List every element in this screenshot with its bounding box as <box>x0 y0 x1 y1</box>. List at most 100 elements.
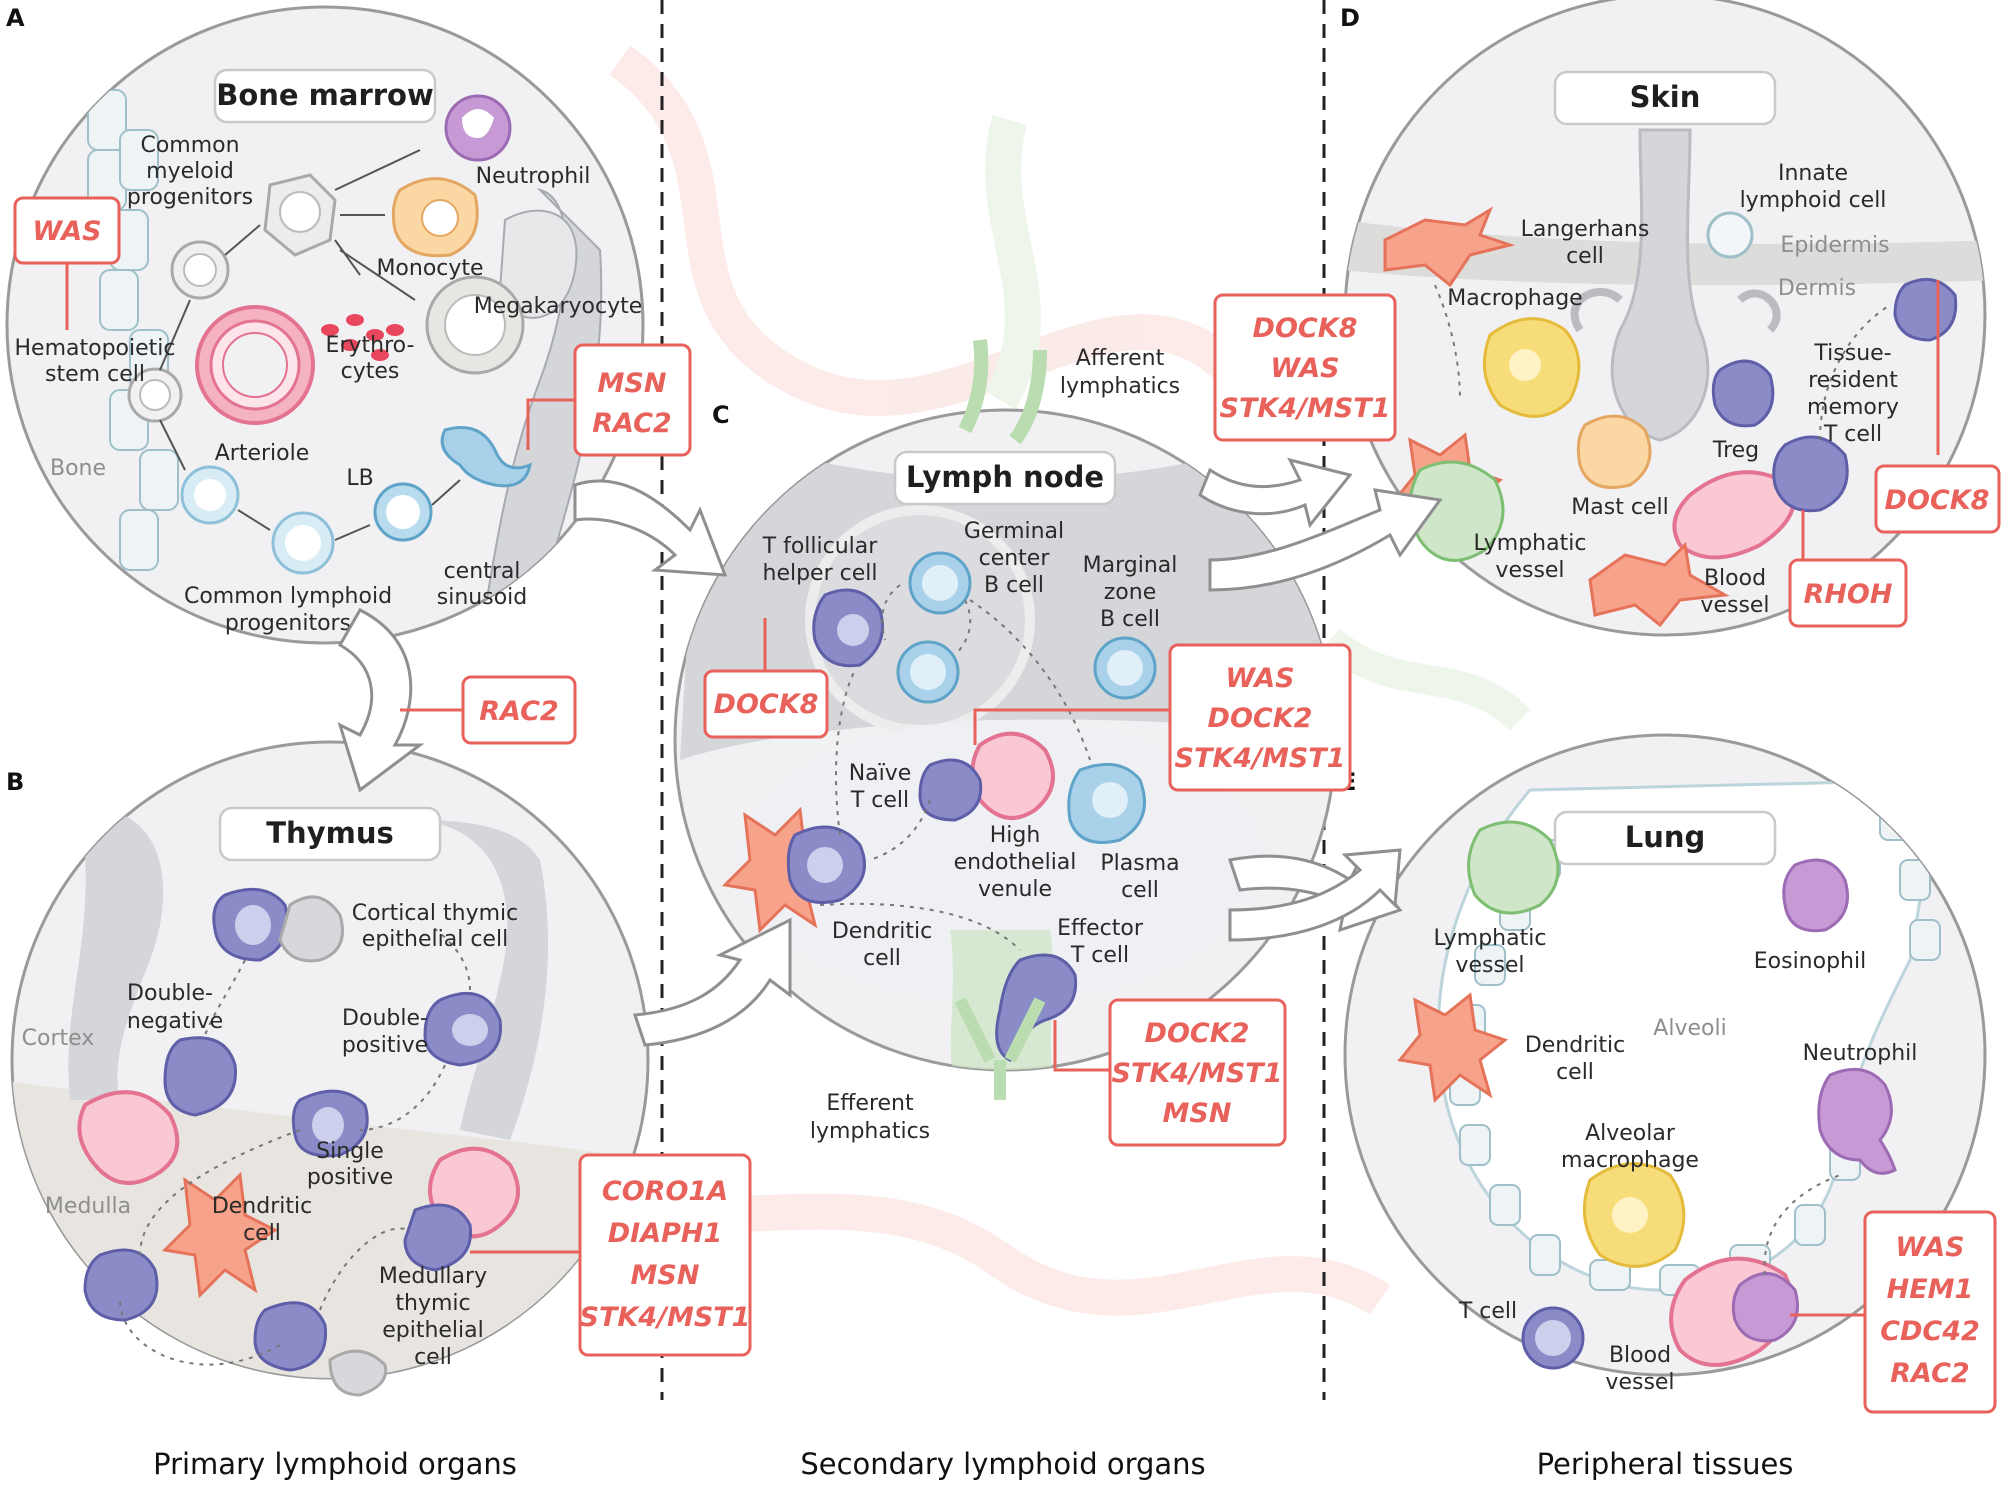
thymus-migration-paths <box>119 924 471 1366</box>
mtec-label-2: thymic <box>395 1291 470 1316</box>
panel-letter-c: C <box>712 401 730 429</box>
gene-msn-thymus: MSN <box>631 1260 700 1291</box>
lb-label: LB <box>346 466 373 491</box>
arteriole-label: Arteriole <box>215 441 310 466</box>
lung-blood-label-1: Blood <box>1609 1343 1671 1368</box>
skin-blood-label-2: vessel <box>1700 593 1769 618</box>
arrow-bm-to-ln-icon <box>573 479 728 577</box>
gene-box-dock8-ln: DOCK8 <box>703 669 829 739</box>
lung-migration-path <box>1763 1174 1841 1276</box>
sp-label-1: Single <box>316 1139 384 1164</box>
neutrophil-label: Neutrophil <box>476 164 591 189</box>
mtec-label-4: cell <box>414 1345 452 1370</box>
lung-dc-label-1: Dendritic <box>1525 1033 1625 1058</box>
ctec-label-1: Cortical thymic <box>352 901 519 926</box>
hev-label-2: endothelial <box>954 850 1077 875</box>
ilc-label-1: Innate <box>1778 161 1848 186</box>
bone-label: Bone <box>50 456 106 481</box>
thymus-t-cell-bottom <box>253 1301 328 1372</box>
gene-box-dock2-eff: DOCK2 STK4/MST1 MSN <box>1108 998 1287 1147</box>
bone-column <box>87 89 179 571</box>
mz-label-2: zone <box>1104 580 1157 605</box>
gene-rac2-bm: RAC2 <box>592 408 671 439</box>
trm-cell <box>1893 277 1958 342</box>
dc-lymph-label-2: cell <box>863 946 901 971</box>
hsc-label-1: Hematopoietic <box>15 336 176 361</box>
mast-cell <box>1576 414 1652 489</box>
ilc-cell <box>1706 211 1754 259</box>
gene-box-rhoh: RHOH <box>1788 558 1908 628</box>
dermis-label: Dermis <box>1778 276 1856 301</box>
lymph-node-migration-paths <box>819 584 1091 951</box>
plasma-label-1: Plasma <box>1100 851 1179 876</box>
gc-label-1: Germinal <box>964 519 1064 544</box>
lung-title: Lung <box>1625 820 1706 854</box>
megakaryocyte-label: Megakaryocyte <box>474 294 643 319</box>
thymus-t-cell-left <box>83 1248 159 1322</box>
gene-rac2-lung: RAC2 <box>1890 1358 1969 1389</box>
dp-label-1: Double- <box>342 1006 428 1031</box>
gene-stk4-thymus: STK4/MST1 <box>580 1302 751 1333</box>
mtec-t-cell <box>403 1203 473 1272</box>
efferent-lymphatic-vessels <box>954 997 1046 1100</box>
eosinophil-cell <box>1782 858 1849 933</box>
hev-label-3: venule <box>978 877 1052 902</box>
panel-lung: Lung Lymphatic vessel Eosinophil Alveoli… <box>1343 733 1987 1395</box>
dc-thymus-label-2: cell <box>243 1221 281 1246</box>
dc-lymph-label-1: Dendritic <box>832 919 932 944</box>
lung-t-cell-label: T cell <box>1458 1299 1517 1324</box>
arrow-ln-to-skin-icon <box>1198 457 1353 529</box>
central-sinusoid-label-2: sinusoid <box>437 585 527 610</box>
tfh-label-2: helper cell <box>763 561 878 586</box>
arrow-ln-to-skin-2-icon <box>1208 488 1443 592</box>
arrow-ln-to-lung-2-icon <box>1228 848 1402 942</box>
effector-label-1: Effector <box>1057 916 1144 941</box>
gene-dock2-eff: DOCK2 <box>1145 1018 1250 1049</box>
skin-title: Skin <box>1630 80 1701 114</box>
dn-label-2: negative <box>127 1009 223 1034</box>
afferent-label-2: lymphatics <box>1060 374 1180 399</box>
thymus-title: Thymus <box>266 816 393 850</box>
efferent-label-1: Efferent <box>826 1091 914 1116</box>
panel-skin: Skin Innate lymphoid cell Epidermis Derm… <box>1343 0 1987 637</box>
panel-lymph-node: Lymph node Afferent lymphatics T fo <box>673 339 1337 1144</box>
section-secondary-label: Secondary lymphoid organs <box>800 1447 1205 1481</box>
gene-dock8-trm: DOCK8 <box>1885 485 1990 516</box>
plasma-label-2: cell <box>1121 878 1159 903</box>
dn-label-1: Double- <box>127 981 213 1006</box>
erythrocytes <box>321 314 404 361</box>
gene-stk4-skin: STK4/MST1 <box>1220 393 1391 424</box>
gene-msn-bm: MSN <box>598 368 667 399</box>
lung-dc-label-2: cell <box>1556 1060 1594 1085</box>
langerhans-label-2: cell <box>1566 244 1604 269</box>
clp-label-1: Common lymphoid <box>184 584 392 609</box>
lung-neutrophil <box>1817 1067 1897 1175</box>
eosinophil-label: Eosinophil <box>1754 949 1866 974</box>
bone-marrow-title: Bone marrow <box>216 78 434 112</box>
lung-neutrophil-label: Neutrophil <box>1803 1041 1918 1066</box>
medulla-label: Medulla <box>45 1194 131 1219</box>
skin-blood-vessel <box>1672 470 1796 560</box>
thymus-vessel-1 <box>77 1090 180 1185</box>
skin-migration-paths <box>1434 284 1891 441</box>
arrow-bm-to-thymus-icon <box>337 608 425 793</box>
mtec-label-1: Medullary <box>379 1264 487 1289</box>
monocyte-label: Monocyte <box>376 256 483 281</box>
gene-coro1a: CORO1A <box>602 1176 728 1207</box>
naive-label-1: Naïve <box>849 761 912 786</box>
gene-box-msn-rac2: MSN RAC2 <box>573 343 692 457</box>
panel-letter-a: A <box>6 4 25 32</box>
clp-label-2: progenitors <box>225 611 351 636</box>
lung-lymphatic-label-2: vessel <box>1455 953 1524 978</box>
mz-label-1: Marginal <box>1083 553 1178 578</box>
gene-hem1-lung: HEM1 <box>1887 1274 1974 1305</box>
trm-label-3: memory <box>1807 395 1899 420</box>
gene-rhoh: RHOH <box>1804 579 1893 610</box>
gene-diaph1: DIAPH1 <box>608 1218 723 1249</box>
langerhans-label-1: Langerhans <box>1521 217 1650 242</box>
section-peripheral-label: Peripheral tissues <box>1537 1447 1794 1481</box>
arteriole <box>195 305 315 425</box>
gene-was-bm: WAS <box>32 216 101 247</box>
lung-dendritic-cell <box>1397 992 1509 1104</box>
langerhans-cell <box>1383 206 1516 288</box>
